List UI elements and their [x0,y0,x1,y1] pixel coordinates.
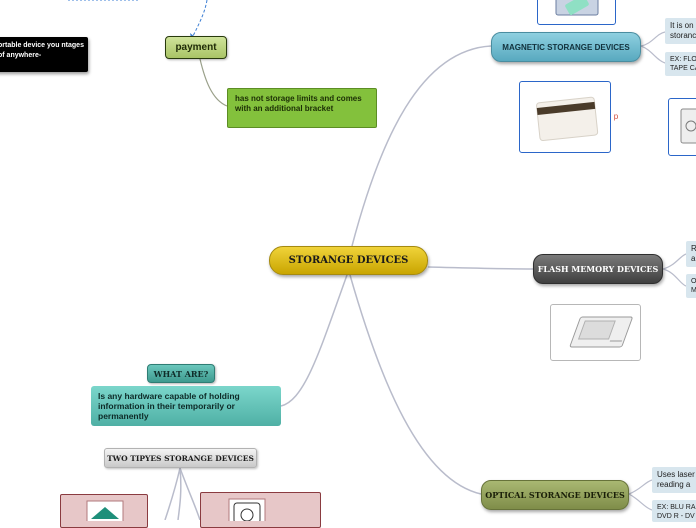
what-are-desc-text: Is any hardware capable of holding infor… [98,391,274,421]
portable-device-box[interactable]: ortable device you ntages of anywhere- [0,37,88,72]
connector-flash-desc [663,254,686,269]
sd-card-icon [551,305,642,362]
topic-two-types-label: TWO TIPYES STORANGE DEVICES [107,454,254,463]
connector-magnetic-example [641,46,665,63]
magnetic-example-text: EX: FLO TAPE CA [670,55,696,73]
optical-example-text: EX: BLU RA DVD R - DV [657,503,696,521]
central-topic-label: STORANGE DEVICES [289,255,409,266]
topic-magnetic-label: MAGNETIC STORANGE DEVICES [502,43,629,52]
magnetic-desc-box[interactable]: It is on storanc [665,18,696,44]
topic-flash-memory[interactable]: FLASH MEMORY DEVICES [533,254,663,284]
optical-desc-text: Uses laser reading a [657,470,696,490]
flash-example-box[interactable]: O M [686,274,696,298]
connector-optical-desc [629,480,652,494]
type-image-left[interactable] [60,494,148,528]
magnetic-card-image-frame[interactable] [519,81,611,153]
connector-optical-example [629,494,652,510]
optical-example-box[interactable]: EX: BLU RA DVD R - DV [652,500,696,522]
portable-device-text: ortable device you ntages of anywhere- [0,41,84,60]
connector-payment-dashed [193,0,207,36]
connector-flash-example [663,269,686,286]
connector-magnetic [352,46,491,246]
flash-desc-box[interactable]: R a [686,241,696,267]
drive-icon [61,495,149,521]
topic-optical-label: OPTICAL STORANGE DEVICES [485,490,624,500]
floppy-image-frame[interactable] [668,98,696,156]
sd-card-image-frame[interactable] [550,304,641,361]
flash-example-text: O M [691,277,696,295]
usb-image-frame[interactable] [537,0,616,25]
what-are-desc-box[interactable]: Is any hardware capable of holding infor… [91,386,281,426]
magnetic-example-box[interactable]: EX: FLO TAPE CA [665,52,696,76]
topic-two-types[interactable]: TWO TIPYES STORANGE DEVICES [104,448,257,468]
connector-magnetic-desc [641,32,665,46]
topic-what-are[interactable]: WHAT ARE? [147,364,215,383]
usb-stick-icon [538,0,617,26]
connector-type-left [165,468,180,520]
connector-type-right [180,468,200,520]
marker-text: p [614,112,618,121]
topic-optical-storage[interactable]: OPTICAL STORANGE DEVICES [481,480,629,510]
topic-magnetic-storage[interactable]: MAGNETIC STORANGE DEVICES [491,32,641,62]
topic-payment[interactable]: payment [165,36,227,59]
connector-optical [350,275,481,494]
connector-whatare [281,275,347,406]
flash-desc-text: R a [691,244,696,264]
payment-desc-text: has not storage limits and comes with an… [235,94,369,113]
magnetic-stripe-card-icon [520,82,612,154]
hard-disk-icon [201,493,322,521]
type-image-right[interactable] [200,492,321,528]
topic-flash-label: FLASH MEMORY DEVICES [538,264,659,274]
connector-payment-desc [200,59,227,106]
connector-flash [428,267,533,269]
floppy-disk-icon [669,99,696,157]
optical-desc-box[interactable]: Uses laser reading a [652,467,696,493]
magnetic-desc-text: It is on storanc [670,21,696,41]
payment-desc-box[interactable]: has not storage limits and comes with an… [227,88,377,128]
topic-what-are-label: WHAT ARE? [154,369,209,379]
marker-label: p [612,110,620,122]
central-topic[interactable]: STORANGE DEVICES [269,246,428,275]
topic-payment-label: payment [175,42,216,53]
